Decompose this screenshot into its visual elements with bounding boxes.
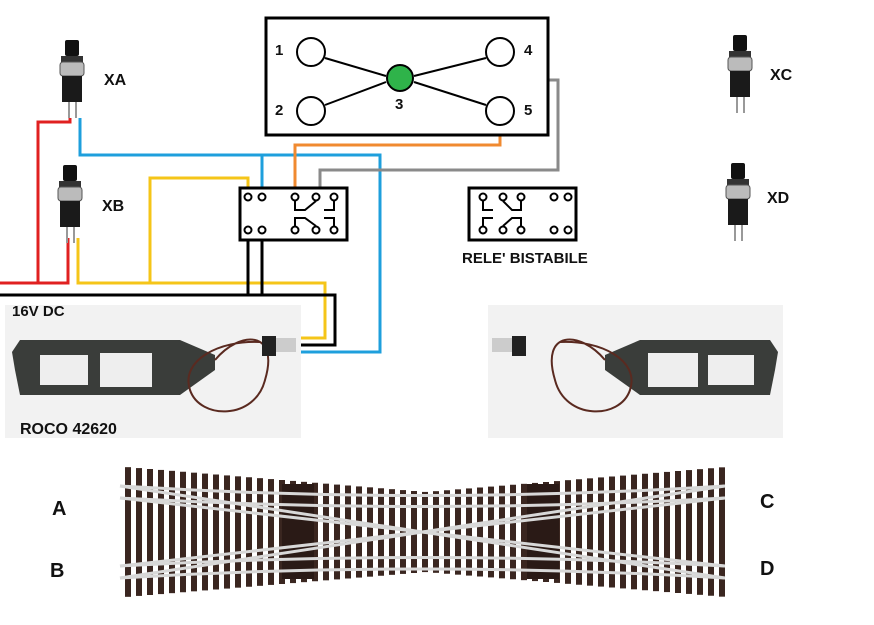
wire-black-main (0, 293, 337, 347)
track-sleeper (455, 489, 461, 575)
track-sleeper (587, 478, 593, 586)
track-sleeper (378, 488, 384, 576)
track-sleeper (466, 488, 472, 576)
wire-blue (78, 118, 264, 192)
track-sleeper (719, 467, 725, 597)
track-sleeper (323, 483, 329, 581)
contact-4-label: 4 (524, 42, 533, 59)
track-sleeper (367, 487, 373, 577)
track-label-a: A (52, 498, 67, 520)
wire-red (0, 118, 72, 285)
track-sleeper (576, 479, 582, 585)
track-sleeper (598, 477, 604, 587)
track-rail (119, 567, 726, 580)
power-label: 16V DC (12, 303, 65, 320)
contact-1-label: 1 (275, 42, 284, 59)
track-sleeper (224, 475, 230, 589)
motor-label: ROCO 42620 (20, 421, 117, 438)
track-sleeper (257, 478, 263, 586)
track-sleeper (246, 477, 252, 587)
track-sleeper (312, 482, 318, 582)
track-sleeper (488, 486, 494, 578)
wire-blue-motor (262, 153, 382, 354)
track-sleeper (477, 487, 483, 577)
track-sleeper (675, 471, 681, 593)
push-button-xd[interactable] (725, 162, 751, 242)
track-sleeper (697, 469, 703, 595)
track-label-c: C (760, 491, 775, 513)
track-label-d: D (760, 558, 775, 580)
track-sleeper (499, 485, 505, 579)
track-sleeper (400, 490, 406, 574)
track-rail (119, 484, 726, 580)
push-button-xa[interactable] (59, 39, 85, 119)
track-sleeper (125, 467, 131, 597)
track-sleeper (213, 474, 219, 590)
button-xd-label: XD (767, 190, 790, 207)
track-rail (119, 496, 726, 508)
track-sleeper (609, 476, 615, 588)
track-rail (119, 484, 726, 497)
push-button-xb[interactable] (57, 164, 83, 244)
selector-switch (264, 16, 550, 137)
track-sleeper (191, 472, 197, 592)
contact-5-label: 5 (524, 102, 533, 119)
point-motor-left (5, 305, 301, 438)
track-sleeper (136, 468, 142, 596)
track-sleeper (664, 471, 670, 593)
button-xa-label: XA (104, 72, 127, 89)
track-sleeper (235, 476, 241, 588)
relay-1 (238, 186, 349, 242)
track-sleeper (147, 469, 153, 595)
track-sleeper (268, 479, 274, 585)
track-sleeper (708, 468, 714, 596)
double-slip-track (119, 467, 726, 597)
contact-3-label: 3 (395, 96, 404, 113)
track-sleeper (356, 486, 362, 578)
button-xc-label: XC (770, 67, 793, 84)
track-sleeper (180, 471, 186, 593)
track-sleeper (653, 472, 659, 592)
track-sleeper (389, 489, 395, 575)
contact-2-label: 2 (275, 102, 284, 119)
push-button-xc[interactable] (727, 34, 753, 114)
track-sleeper (631, 474, 637, 590)
track-label-b: B (50, 560, 65, 582)
point-motor-right (488, 305, 783, 438)
track-sleeper (334, 484, 340, 580)
track-sleeper (433, 491, 439, 573)
relay-bistable (467, 186, 578, 242)
track-sleeper (686, 470, 692, 594)
track-sleeper (642, 473, 648, 591)
track-sleeper (565, 480, 571, 584)
wire-red-xb (30, 238, 70, 285)
button-xb-label: XB (102, 198, 125, 215)
track-sleeper (202, 473, 208, 591)
track-sleeper (521, 483, 527, 581)
relay-label: RELE' BISTABILE (462, 250, 588, 267)
wire-yellow-motor (76, 238, 327, 340)
track-sleeper (169, 470, 175, 594)
track-sleeper (620, 475, 626, 589)
track-sleeper (510, 484, 516, 580)
track-rail (119, 556, 726, 568)
track-sleeper (158, 469, 164, 595)
track-sleeper (444, 490, 450, 574)
track-sleeper (345, 485, 351, 579)
wire-yellow (148, 176, 250, 283)
